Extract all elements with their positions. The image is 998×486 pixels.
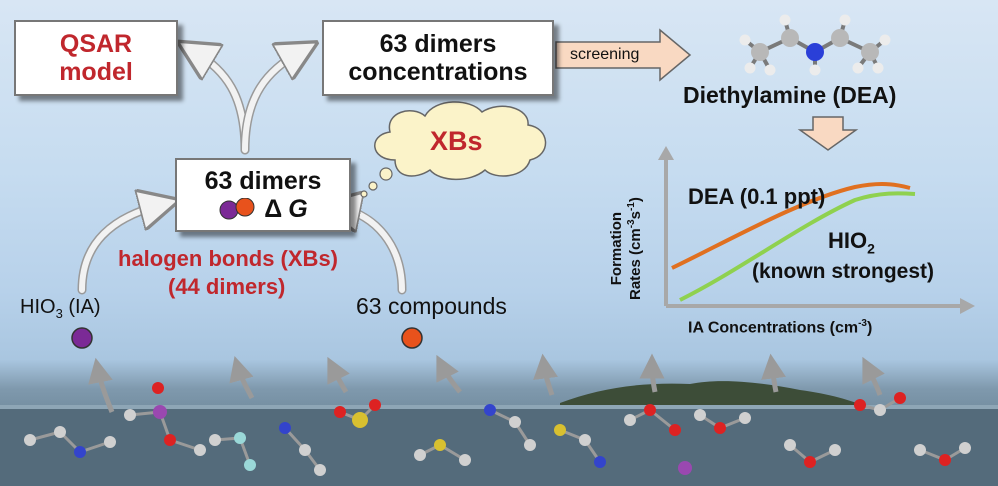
island — [560, 381, 870, 410]
hio3-label: HIO3 (IA) — [20, 296, 101, 321]
screening-arrow — [555, 28, 692, 82]
hio3-sub: 3 — [55, 306, 63, 321]
qsar-model-box: QSAR model — [14, 20, 178, 96]
screening-label: screening — [570, 46, 640, 63]
formation-rate-chart — [658, 146, 975, 314]
sea-molecules — [24, 382, 971, 476]
qsar-line1: QSAR — [59, 30, 133, 58]
ylabel-line2: Rates (cm-3s-1) — [626, 197, 644, 300]
molecule-up-arrows — [88, 353, 885, 413]
halogen-bonds-label: halogen bonds (XBs) (44 dimers) — [118, 245, 338, 300]
g-symbol: G — [288, 195, 308, 223]
halogen-line1: halogen bonds (XBs) — [118, 246, 338, 271]
sea — [0, 405, 998, 486]
qsar-line2: model — [59, 58, 133, 86]
dea-series-label: DEA (0.1 ppt) — [688, 184, 826, 209]
conc-line2: concentrations — [348, 58, 528, 86]
chart-ylabel: Formation Rates (cm-3s-1) — [608, 197, 645, 300]
compounds-label: 63 compounds — [356, 293, 507, 319]
dea-curve — [671, 182, 911, 270]
dg-line1: 63 dimers — [204, 167, 322, 195]
delta-symbol: Δ — [264, 195, 283, 223]
hio2-note: (known strongest) — [752, 260, 934, 283]
dea-down-arrow — [797, 116, 859, 151]
xbs-cloud-label: XBs — [430, 126, 483, 156]
hio2-curve — [679, 191, 916, 302]
ylabel-line1: Formation — [608, 211, 625, 286]
dea-label: Diethylamine (DEA) — [683, 82, 897, 108]
xbs-cloud — [360, 101, 547, 198]
conc-line1: 63 dimers — [379, 30, 497, 58]
hio3-suffix: (IA) — [62, 296, 101, 318]
hio3-prefix: HIO — [20, 296, 56, 318]
hio2-series-label: HIO2 — [828, 228, 875, 257]
dimer-dots-icon — [219, 198, 255, 220]
dea-molecule — [739, 14, 891, 76]
chart-xlabel: IA Concentrations (cm-3) — [688, 318, 873, 337]
halogen-line2: (44 dimers) — [168, 273, 286, 299]
dimers-concentrations-box: 63 dimers concentrations — [322, 20, 554, 96]
hio3-dot — [71, 327, 93, 349]
compound-dot — [401, 327, 423, 349]
